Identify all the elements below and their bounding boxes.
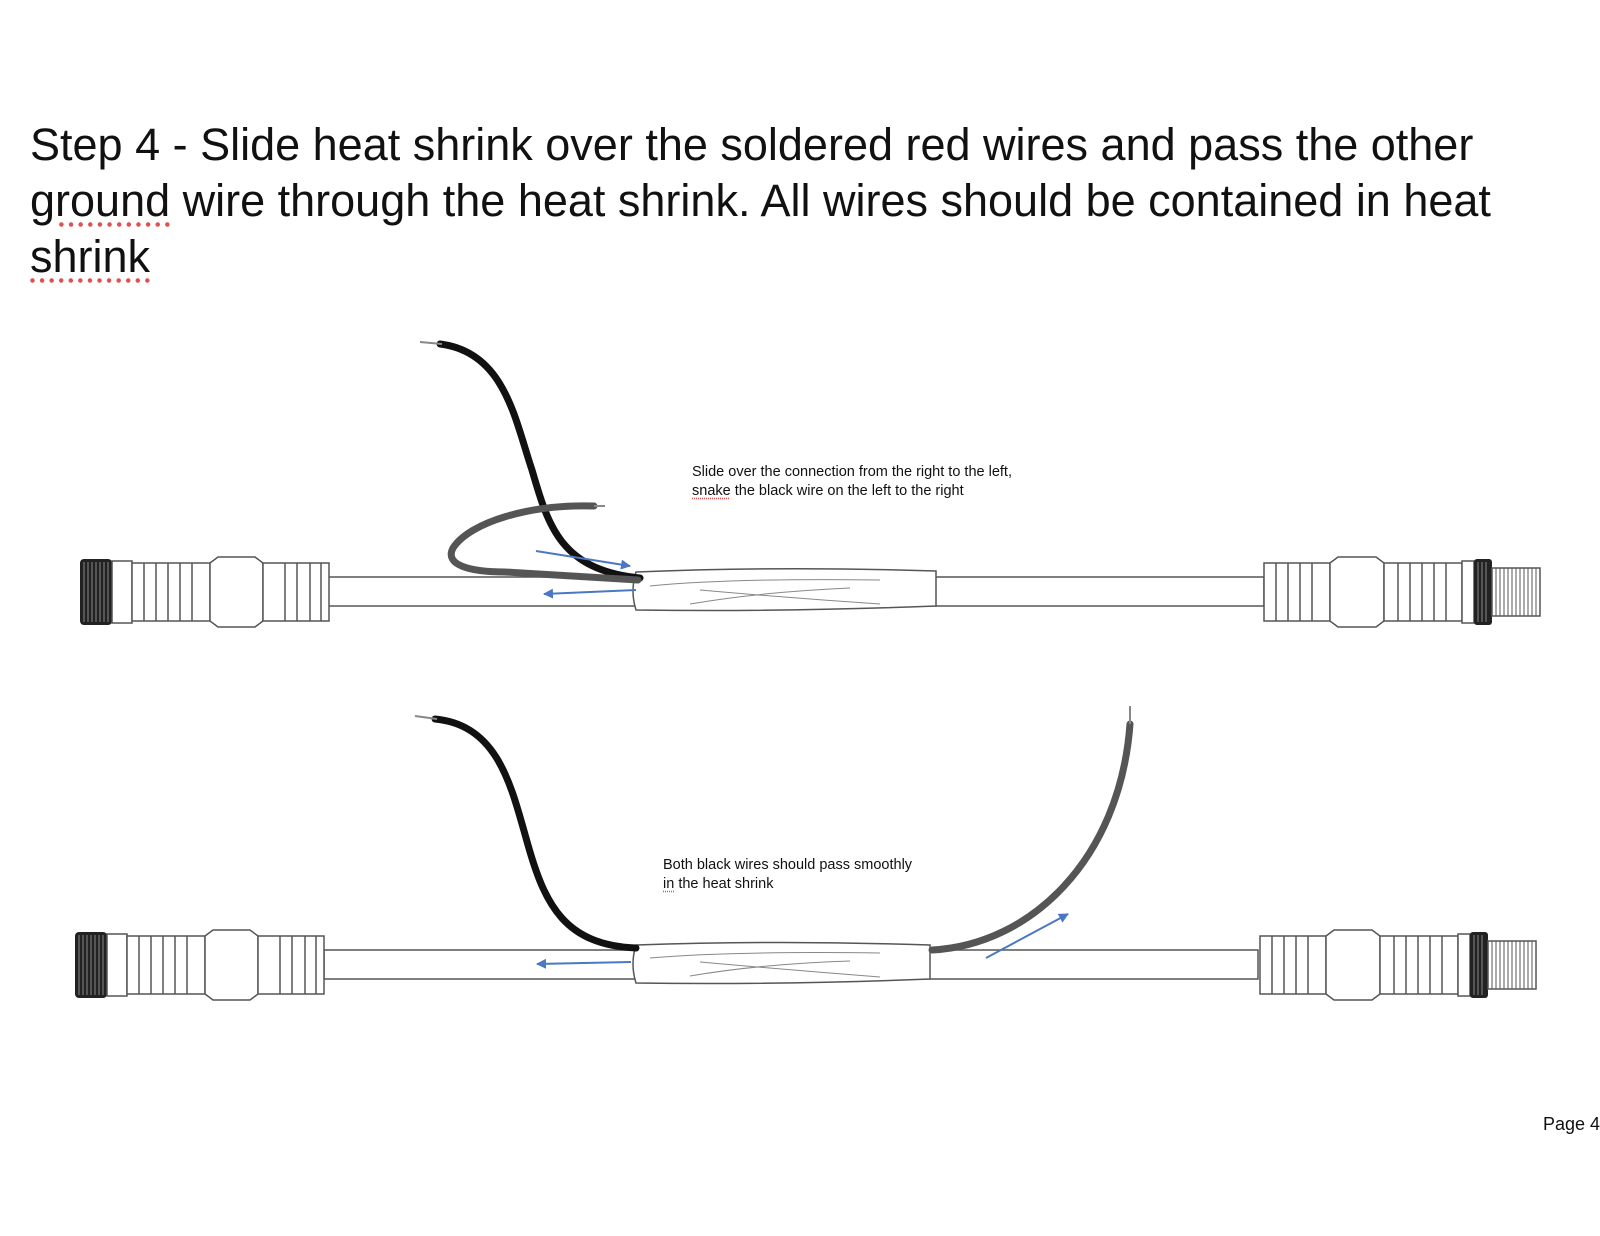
top-arrow-right — [535, 550, 631, 570]
top-black-wire — [436, 340, 644, 582]
note-bottom-line-2: in the heat shrink — [663, 875, 983, 894]
title-text-2: wire through the heat shrink. All wires … — [170, 175, 1491, 226]
note-bottom-line-2-rest: the heat shrink — [674, 875, 774, 892]
top-heat-shrink — [632, 567, 937, 612]
note-top-line-1: Slide over the connection from the right… — [692, 464, 1012, 480]
note-top-line-2-rest: the black wire on the left to the right — [730, 482, 964, 499]
bottom-heat-shrink — [632, 941, 931, 985]
top-connector-female — [79, 556, 330, 628]
note-top-line-2: snake the black wire on the left to the … — [692, 482, 1112, 501]
bottom-connector-male — [1259, 929, 1537, 1001]
page-number: Page 4 — [1542, 1114, 1600, 1134]
bottom-black-wire-left — [431, 715, 640, 952]
note-bottom-line-1: Both black wires should pass smoothly — [663, 857, 913, 873]
bottom-arrow-left — [536, 958, 632, 969]
instruction-note-bottom: Both black wires should pass smoothly in… — [663, 856, 983, 893]
top-arrow-left — [543, 588, 637, 599]
note-bottom-word-in: in — [663, 875, 675, 892]
step-title: Step 4 - Slide heat shrink over the sold… — [30, 117, 1580, 285]
top-connector-male — [1263, 556, 1541, 628]
bottom-connector-female — [74, 929, 325, 1001]
bottom-cable-assembly — [74, 706, 1537, 1001]
bottom-arrow-right — [985, 913, 1069, 959]
top-grey-wire — [447, 502, 642, 584]
title-text-1: Step 4 - Slide heat shrink over the sold… — [30, 119, 1474, 170]
bottom-grey-wire-right — [928, 720, 1134, 954]
instruction-note-top: Slide over the connection from the right… — [692, 463, 1112, 500]
title-word-shrink: shrink — [30, 231, 151, 282]
top-cable-assembly — [79, 340, 1541, 628]
note-top-word-snake: snake — [692, 482, 731, 499]
title-word-ground: ground — [30, 175, 171, 226]
